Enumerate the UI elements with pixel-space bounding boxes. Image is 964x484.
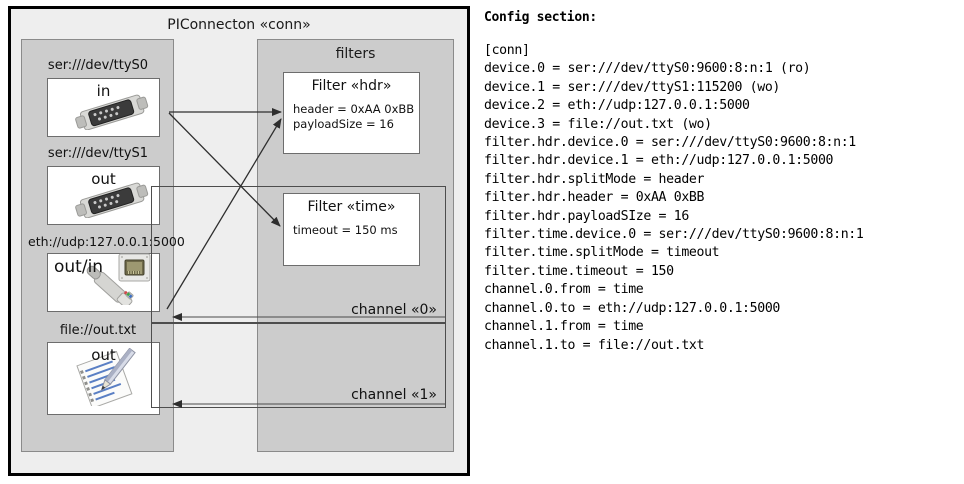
device-box-eth[interactable]: out/in: [47, 253, 160, 312]
filter-attrs-time: timeout = 150 ms: [293, 223, 398, 238]
config-line: device.1 = ser:///dev/ttyS1:115200 (wo): [484, 79, 780, 95]
filter-attr: payloadSize = 16: [293, 117, 394, 131]
filter-title-hdr: Filter «hdr»: [311, 78, 392, 94]
config-line: filter.hdr.splitMode = header: [484, 171, 705, 187]
config-line: channel.1.to = file://out.txt: [484, 337, 705, 353]
channel-label-0: channel «0»: [351, 302, 437, 318]
device-direction-eth: out/in: [54, 257, 104, 277]
filter-box-hdr[interactable]: Filter «hdr» header = 0xAA 0xBB payloadS…: [283, 72, 420, 154]
connector-diagram: PIConnecton «conn» ser:///dev/ttyS0 in: [8, 6, 470, 476]
config-heading: Config section:: [484, 10, 597, 25]
channel-label-1: channel «1»: [351, 387, 437, 403]
config-line: device.0 = ser:///dev/ttyS0:9600:8:n:1 (…: [484, 61, 811, 77]
device-label-file: file://out.txt: [59, 323, 137, 338]
filter-box-time[interactable]: Filter «time» timeout = 150 ms: [283, 193, 420, 266]
config-line: filter.hdr.device.0 = ser:///dev/ttyS0:9…: [484, 135, 856, 151]
devices-panel: ser:///dev/ttyS0 in: [21, 39, 185, 452]
config-line: filter.time.splitMode = timeout: [484, 245, 720, 261]
filter-attr: timeout = 150 ms: [293, 223, 398, 237]
config-line: filter.time.device.0 = ser:///dev/ttyS0:…: [484, 227, 864, 243]
device-box-file[interactable]: out: [47, 342, 160, 415]
device-direction-file: out: [91, 346, 116, 364]
filter-attr: header = 0xAA 0xBB: [293, 102, 415, 116]
text-file-icon: [73, 347, 143, 410]
config-line: device.3 = file://out.txt (wo): [484, 116, 712, 132]
filter-title-time: Filter «time»: [307, 199, 396, 215]
device-box-ttyS1[interactable]: out: [47, 166, 160, 225]
config-section: Config section: [conn] device.0 = ser:///…: [484, 6, 960, 476]
filters-panel-title: filters: [335, 46, 376, 62]
device-label-ttyS0: ser:///dev/ttyS0: [47, 58, 149, 73]
device-direction-ttyS0: in: [96, 82, 111, 100]
config-line: channel.1.from = time: [484, 319, 644, 335]
serial-port-icon: [73, 182, 151, 222]
config-line: device.2 = eth://udp:127.0.0.1:5000: [484, 98, 750, 114]
serial-port-icon: [73, 94, 151, 134]
filter-attrs-hdr: header = 0xAA 0xBB payloadSize = 16: [293, 102, 414, 132]
config-line: filter.hdr.header = 0xAA 0xBB: [484, 190, 705, 206]
device-box-ttyS0[interactable]: in: [47, 78, 160, 137]
channel-box-1[interactable]: channel «1»: [151, 323, 446, 408]
config-line: filter.hdr.payloadSIze = 16: [484, 208, 689, 224]
device-label-ttyS1: ser:///dev/ttyS1: [47, 146, 149, 161]
diagram-title: PIConnecton «conn»: [167, 17, 311, 33]
device-direction-ttyS1: out: [91, 170, 116, 188]
filters-panel: filters Filter «hdr» header = 0xAA 0xBB …: [257, 39, 454, 452]
config-line: [conn]: [484, 43, 530, 58]
config-line: channel.0.to = eth://udp:127.0.0.1:5000: [484, 300, 780, 316]
channel-box-0[interactable]: channel «0»: [151, 186, 446, 323]
config-line: filter.time.timeout = 150: [484, 263, 674, 279]
config-lines: [conn] device.0 = ser:///dev/ttyS0:9600:8…: [484, 42, 960, 355]
device-label-eth: eth://udp:127.0.0.1:5000: [28, 234, 185, 249]
config-line: filter.hdr.device.1 = eth://udp:127.0.0.…: [484, 153, 834, 169]
config-line: channel.0.from = time: [484, 282, 644, 298]
ethernet-jack-icon: [79, 253, 155, 309]
